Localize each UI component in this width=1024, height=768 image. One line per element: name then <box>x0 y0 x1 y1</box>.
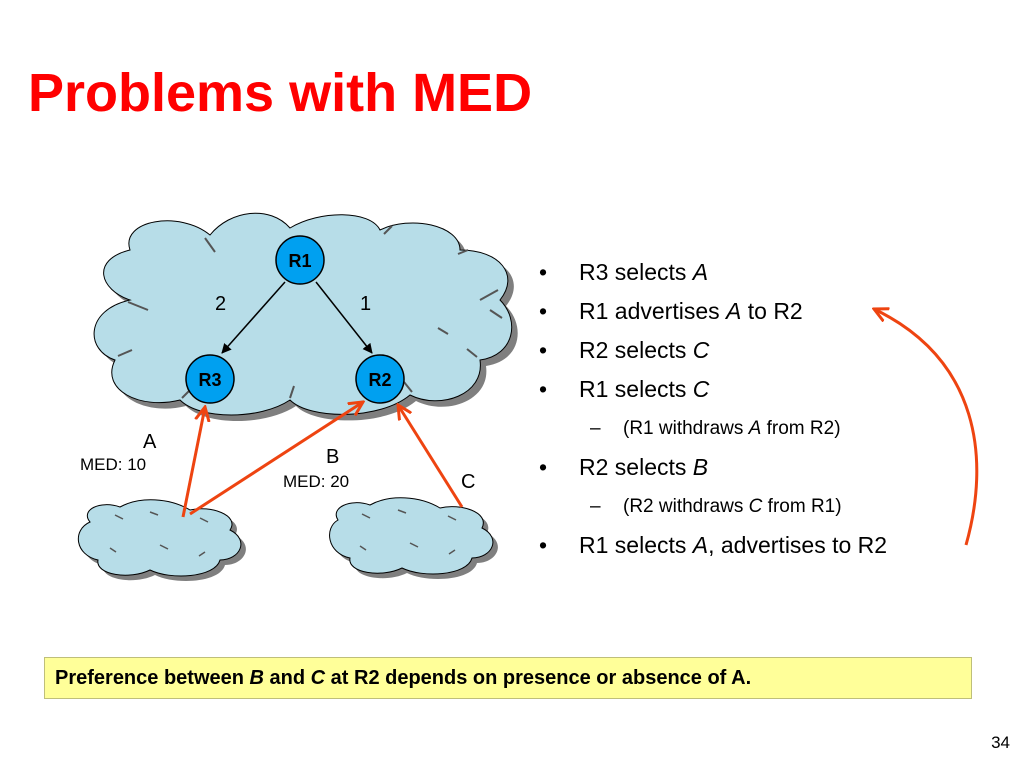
edge-r1-r3 <box>221 281 286 354</box>
loop-arrow <box>874 309 979 546</box>
bullet-list: R3 selects A R1 advertises A to R2 R2 se… <box>535 253 887 565</box>
router-r2-label: R2 <box>368 370 391 390</box>
route-a-label: A <box>143 431 157 453</box>
highlight-note: Preference between B and C at R2 depends… <box>44 657 972 699</box>
slide-title: Problems with MED <box>28 63 533 123</box>
edge-r1-r2 <box>315 281 373 354</box>
edge-label-r1-r3: 2 <box>215 293 226 315</box>
bullet-item: R1 selects A, advertises to R2 <box>535 526 887 565</box>
router-r3-label: R3 <box>198 370 221 390</box>
router-r1-label: R1 <box>288 251 311 271</box>
route-b-arrow <box>189 402 363 516</box>
bullet-item: R2 selects C <box>535 331 887 370</box>
edge-label-r1-r2: 1 <box>360 293 371 315</box>
page-number: 34 <box>991 733 1010 752</box>
sub-bullet-item: (R1 withdraws A from R2) <box>535 409 887 448</box>
route-c-label: C <box>461 471 475 493</box>
neighbor-cloud-right <box>329 497 498 579</box>
router-r2: R2 <box>355 354 405 404</box>
route-a-med: MED: 10 <box>80 455 146 474</box>
route-c-arrow <box>398 405 464 508</box>
router-r3: R3 <box>185 354 235 404</box>
bullet-item: R1 advertises A to R2 <box>535 292 887 331</box>
bullet-item: R2 selects B <box>535 448 887 487</box>
neighbor-cloud-left <box>77 499 246 581</box>
route-b-label: B <box>326 446 339 468</box>
route-b-med: MED: 20 <box>283 472 349 491</box>
bullet-item: R3 selects A <box>535 253 887 292</box>
sub-bullet-item: (R2 withdraws C from R1) <box>535 487 887 526</box>
bullet-item: R1 selects C <box>535 370 887 409</box>
router-r1: R1 <box>275 235 325 285</box>
route-a-arrow <box>181 407 205 518</box>
